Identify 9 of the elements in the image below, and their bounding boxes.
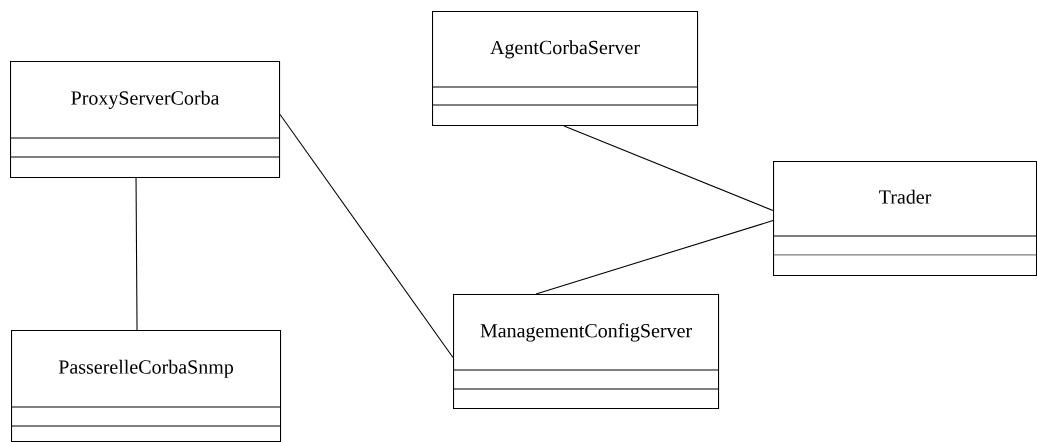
class-box: ProxyServerCorba <box>9 61 281 179</box>
class-box: AgentCorbaServer <box>431 11 699 127</box>
class-box: ManagementConfigServer <box>452 294 720 410</box>
association-line <box>563 125 774 212</box>
class-box: PasserelleCorbaSnmp <box>10 330 282 442</box>
association-line <box>535 220 774 295</box>
class-box: Trader <box>772 161 1037 277</box>
association-line <box>279 114 454 359</box>
association-line <box>135 177 138 331</box>
